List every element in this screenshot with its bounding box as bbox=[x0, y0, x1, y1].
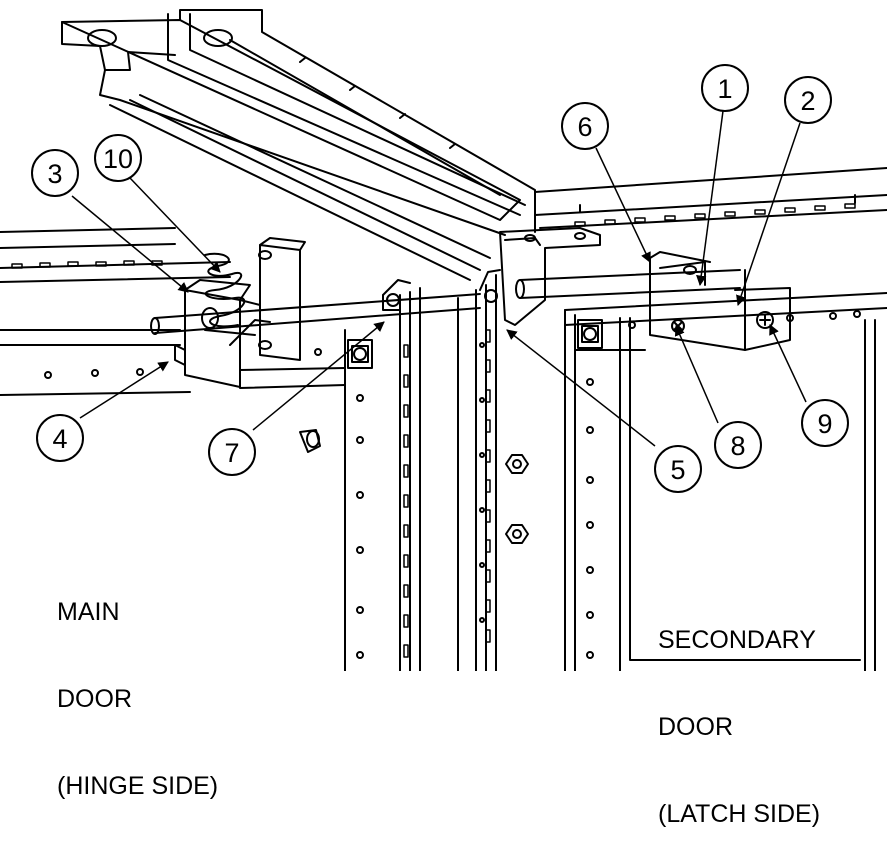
leader-5 bbox=[506, 329, 656, 447]
door-hinge-assembly-drawing: 1 2 3 4 5 6 7 8 bbox=[0, 9, 887, 671]
secondary-door-label-line-2: DOOR bbox=[658, 713, 733, 741]
right-latch-bracket bbox=[499, 227, 887, 671]
leader-2 bbox=[736, 122, 801, 306]
center-posts bbox=[299, 269, 529, 671]
left-frame-rail bbox=[0, 227, 346, 396]
callout-10-number: 10 bbox=[103, 144, 133, 174]
callout-3: 3 bbox=[31, 149, 79, 197]
main-door-label-line-2: DOOR bbox=[57, 685, 132, 713]
secondary-door-label: SECONDARY DOOR (LATCH SIDE) bbox=[658, 568, 820, 858]
callout-4-number: 4 bbox=[52, 424, 67, 454]
callout-9: 9 bbox=[801, 399, 849, 447]
leader-9 bbox=[769, 324, 807, 403]
technical-drawing: 1 2 3 4 5 6 7 8 bbox=[0, 9, 887, 828]
main-door-label-line-1: MAIN bbox=[57, 598, 120, 626]
secondary-door-label-line-3: (LATCH SIDE) bbox=[658, 800, 821, 828]
callout-6: 6 bbox=[561, 102, 609, 150]
leader-3 bbox=[71, 195, 189, 293]
leader-8 bbox=[674, 325, 719, 424]
callout-8-number: 8 bbox=[730, 431, 745, 461]
leader-7 bbox=[252, 321, 385, 431]
callout-7: 7 bbox=[208, 428, 256, 476]
callout-8: 8 bbox=[714, 421, 762, 469]
callout-5-number: 5 bbox=[670, 455, 685, 485]
secondary-door-label-line-1: SECONDARY bbox=[658, 626, 816, 654]
top-rail bbox=[61, 9, 536, 281]
main-door-label-line-3: (HINGE SIDE) bbox=[57, 772, 219, 800]
callout-2: 2 bbox=[784, 76, 832, 124]
callout-2-number: 2 bbox=[800, 86, 815, 116]
callout-6-number: 6 bbox=[577, 112, 592, 142]
left-hinge-bracket bbox=[150, 237, 481, 388]
leader-6 bbox=[595, 147, 651, 263]
callout-3-number: 3 bbox=[47, 159, 62, 189]
callout-7-number: 7 bbox=[224, 438, 239, 468]
main-door-label: MAIN DOOR (HINGE SIDE) bbox=[57, 540, 218, 830]
callout-10: 10 bbox=[94, 134, 142, 182]
callout-5: 5 bbox=[654, 445, 702, 493]
leader-10 bbox=[129, 177, 221, 273]
callout-4: 4 bbox=[36, 414, 84, 462]
callout-1: 1 bbox=[701, 64, 749, 112]
callout-9-number: 9 bbox=[817, 409, 832, 439]
leader-4 bbox=[79, 361, 169, 419]
callout-1-number: 1 bbox=[717, 74, 732, 104]
leader-1 bbox=[696, 110, 724, 287]
